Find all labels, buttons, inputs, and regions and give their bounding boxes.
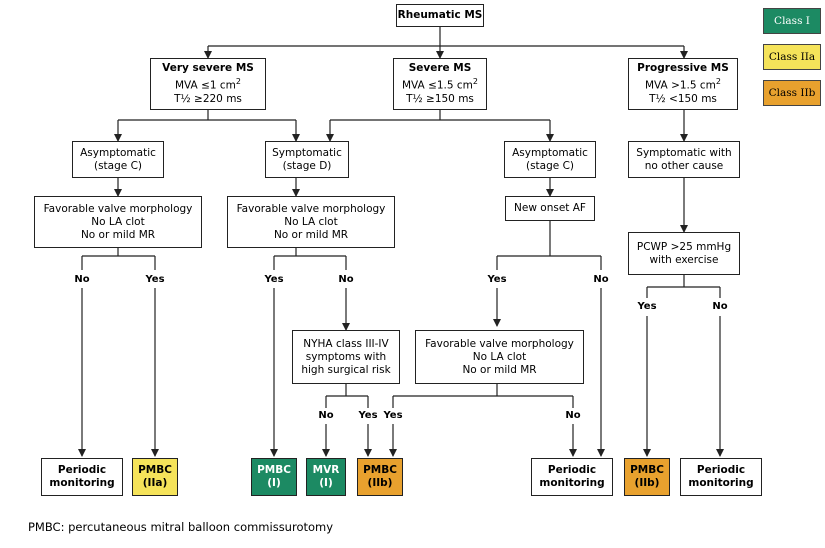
- legend-class-i: Class I: [763, 8, 821, 34]
- severe-title: Severe MS: [408, 62, 472, 75]
- progressive-mva: MVA >1.5 cm2: [644, 77, 722, 92]
- favorable-morphology-mid: Favorable valve morphology No LA clot No…: [227, 196, 395, 248]
- progressive-title: Progressive MS: [637, 62, 729, 75]
- pmbc-iia-line2: (IIa): [142, 477, 168, 489]
- periodic-1-line1: Periodic: [57, 464, 107, 476]
- legend-class-iia: Class IIa: [763, 44, 821, 70]
- fav-mid-line3: No or mild MR: [273, 228, 349, 241]
- sym-no-cause-line1: Symptomatic with: [636, 146, 732, 159]
- outcome-pmbc-iia: PMBC (IIa): [132, 458, 178, 496]
- branch-no-6: No: [565, 410, 581, 421]
- pmbc-i-line2: (I): [267, 477, 281, 489]
- pmbc-iib-1-line2: (IIb): [367, 477, 393, 489]
- outcome-periodic-monitoring-1: Periodic monitoring: [41, 458, 123, 496]
- new-onset-af: New onset AF: [505, 196, 595, 221]
- fav-low-line2: No LA clot: [472, 350, 527, 363]
- outcome-periodic-monitoring-3: Periodic monitoring: [680, 458, 762, 496]
- fav-mid-line1: Favorable valve morphology: [236, 202, 386, 215]
- fav-left-line2: No LA clot: [91, 215, 145, 228]
- asym-right-line1: Asymptomatic: [512, 146, 588, 159]
- legend-class-iib-label: Class IIb: [768, 87, 816, 99]
- root-node-label: Rheumatic MS: [397, 9, 483, 21]
- footnote: PMBC: percutaneous mitral balloon commis…: [28, 520, 334, 534]
- branch-no-5: No: [318, 410, 334, 421]
- legend-class-iia-label: Class IIa: [768, 51, 816, 63]
- outcome-pmbc-iib-2: PMBC (IIb): [624, 458, 670, 496]
- branch-yes-6: Yes: [383, 410, 403, 421]
- pmbc-iib-1-line1: PMBC: [363, 464, 397, 476]
- root-node: Rheumatic MS: [396, 4, 484, 27]
- periodic-3-line1: Periodic: [696, 464, 746, 476]
- pmbc-iib-2-line1: PMBC: [630, 464, 664, 476]
- favorable-morphology-left: Favorable valve morphology No LA clot No…: [34, 196, 202, 248]
- branch-yes-4: Yes: [637, 301, 657, 312]
- sym-d-line2: (stage D): [282, 159, 332, 172]
- branch-no-2: No: [338, 274, 354, 285]
- asym-right-line2: (stage C): [525, 159, 574, 172]
- fav-low-line3: No or mild MR: [462, 363, 537, 376]
- very-severe-ms-node: Very severe MS MVA ≤1 cm2 T½ ≥220 ms: [150, 58, 266, 110]
- pcwp-line2: with exercise: [649, 253, 719, 266]
- pmbc-i-line1: PMBC: [257, 464, 291, 476]
- progressive-t-half: T½ <150 ms: [649, 92, 717, 105]
- periodic-3-line2: monitoring: [688, 477, 754, 489]
- pcwp-line1: PCWP >25 mmHg: [636, 240, 732, 253]
- branch-no-3: No: [593, 274, 609, 285]
- asymptomatic-stage-c-left: Asymptomatic (stage C): [72, 141, 164, 178]
- sym-no-cause-line2: no other cause: [644, 159, 724, 172]
- mvr-i-line1: MVR: [312, 464, 340, 476]
- nyha-line1: NYHA class III-IV: [303, 337, 389, 350]
- severe-mva: MVA ≤1.5 cm2: [401, 77, 479, 92]
- very-severe-mva: MVA ≤1 cm2: [174, 77, 241, 92]
- pmbc-iib-2-line2: (IIb): [634, 477, 660, 489]
- nyha-line3: high surgical risk: [301, 363, 391, 376]
- branch-no-1: No: [74, 274, 90, 285]
- periodic-1-line2: monitoring: [49, 477, 115, 489]
- pmbc-iia-line1: PMBC: [138, 464, 172, 476]
- periodic-2-line2: monitoring: [539, 477, 605, 489]
- very-severe-t-half: T½ ≥220 ms: [174, 92, 242, 105]
- branch-yes-3: Yes: [487, 274, 507, 285]
- branch-yes-2: Yes: [264, 274, 284, 285]
- favorable-morphology-low: Favorable valve morphology No LA clot No…: [415, 330, 584, 384]
- very-severe-title: Very severe MS: [162, 62, 254, 75]
- severe-ms-node: Severe MS MVA ≤1.5 cm2 T½ ≥150 ms: [393, 58, 487, 110]
- periodic-2-line1: Periodic: [547, 464, 597, 476]
- branch-yes-5: Yes: [358, 410, 378, 421]
- severe-t-half: T½ ≥150 ms: [406, 92, 474, 105]
- legend-class-i-label: Class I: [774, 15, 810, 27]
- branch-yes-1: Yes: [145, 274, 165, 285]
- sym-d-line1: Symptomatic: [272, 146, 342, 159]
- outcome-periodic-monitoring-2: Periodic monitoring: [531, 458, 613, 496]
- asymptomatic-stage-c-right: Asymptomatic (stage C): [504, 141, 596, 178]
- fav-low-line1: Favorable valve morphology: [425, 337, 574, 350]
- fav-left-line1: Favorable valve morphology: [43, 202, 193, 215]
- nyha-line2: symptoms with: [305, 350, 387, 363]
- outcome-mvr-i: MVR (I): [306, 458, 346, 496]
- pcwp-node: PCWP >25 mmHg with exercise: [628, 232, 740, 275]
- progressive-ms-node: Progressive MS MVA >1.5 cm2 T½ <150 ms: [628, 58, 738, 110]
- fav-left-line3: No or mild MR: [80, 228, 156, 241]
- fav-mid-line2: No LA clot: [284, 215, 338, 228]
- nyha-node: NYHA class III-IV symptoms with high sur…: [292, 330, 400, 384]
- outcome-pmbc-i: PMBC (I): [251, 458, 297, 496]
- symptomatic-no-other-cause: Symptomatic with no other cause: [628, 141, 740, 178]
- legend-class-iib: Class IIb: [763, 80, 821, 106]
- asym-left-line2: (stage C): [93, 159, 142, 172]
- outcome-pmbc-iib-1: PMBC (IIb): [357, 458, 403, 496]
- symptomatic-stage-d: Symptomatic (stage D): [265, 141, 349, 178]
- branch-no-4: No: [712, 301, 728, 312]
- mvr-i-line2: (I): [319, 477, 333, 489]
- asym-left-line1: Asymptomatic: [80, 146, 156, 159]
- new-af-label: New onset AF: [514, 202, 586, 214]
